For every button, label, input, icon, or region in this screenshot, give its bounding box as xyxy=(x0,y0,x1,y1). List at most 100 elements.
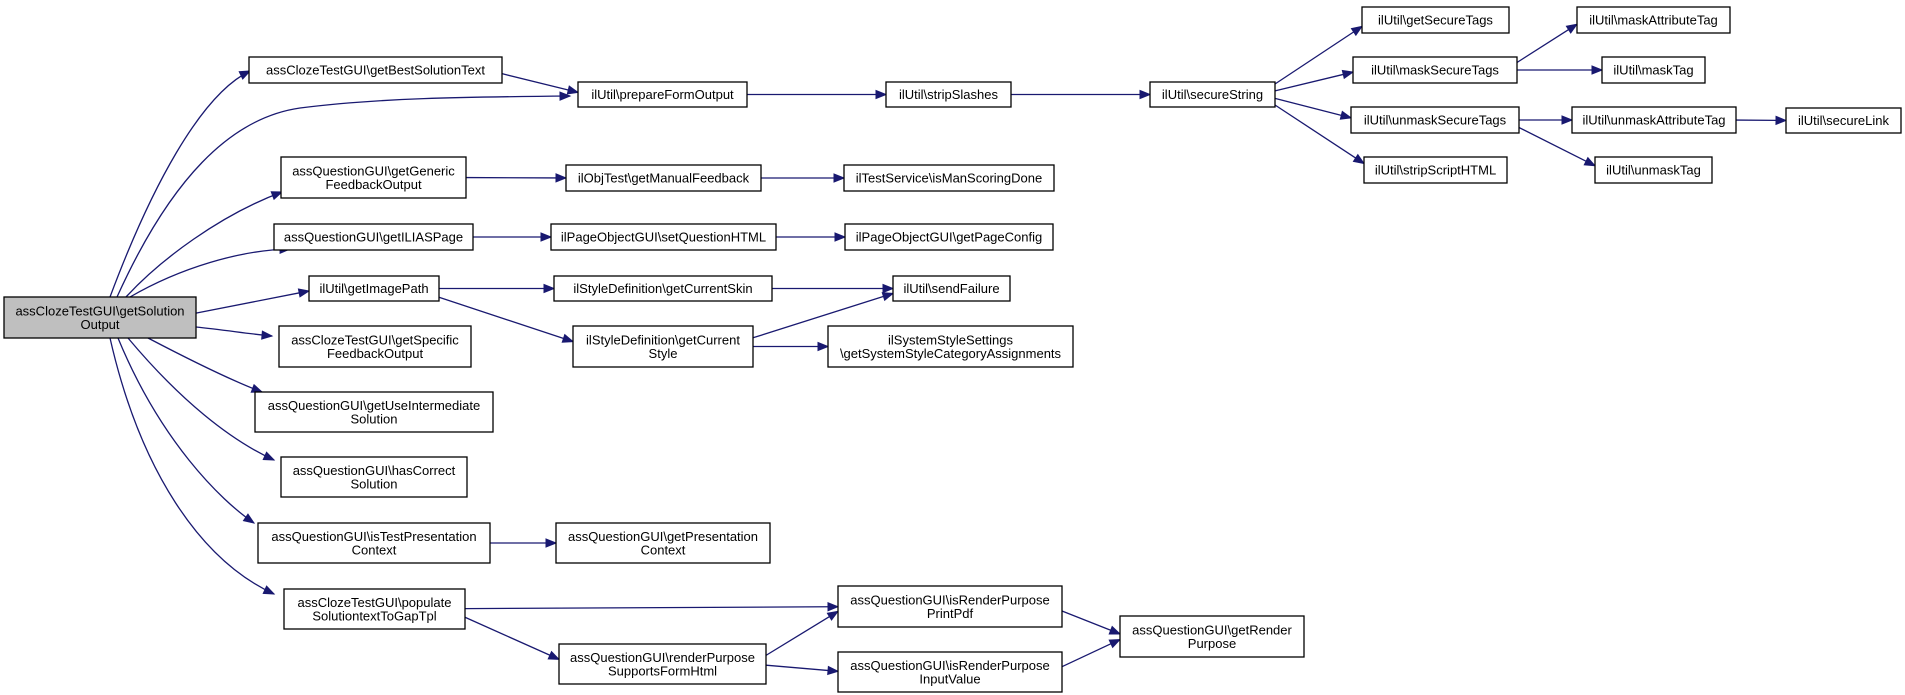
node-label: \getSystemStyleCategoryAssignments xyxy=(840,346,1062,361)
node-getSystemStyleCategoryAssignments[interactable]: ilSystemStyleSettings\getSystemStyleCate… xyxy=(827,325,1074,368)
node-box xyxy=(280,456,468,498)
edge-line xyxy=(117,337,255,524)
edge-getImagePath-to-getCurrentStyle xyxy=(438,296,575,343)
edge-isTestPresentationContext-to-getPresentationContext xyxy=(490,538,558,548)
arrowhead xyxy=(540,232,553,242)
node-box xyxy=(257,522,491,564)
node-box xyxy=(283,588,466,630)
node-unmaskSecureTags[interactable]: ilUtil\unmaskSecureTags xyxy=(1350,106,1520,134)
node-label: ilUtil\stripSlashes xyxy=(899,87,998,102)
node-populateSolutiontextToGapTpl[interactable]: assClozeTestGUI\populateSolutiontextToGa… xyxy=(283,588,466,630)
node-label: ilStyleDefinition\getCurrent xyxy=(586,332,740,347)
edge-renderPurposeSupportsFormHtml-to-isRenderPurposePrintPdf xyxy=(765,610,840,656)
node-box xyxy=(278,325,472,368)
node-maskAttributeTag[interactable]: ilUtil\maskAttributeTag xyxy=(1576,6,1731,34)
node-prepareFormOutput[interactable]: ilUtil\prepareFormOutput xyxy=(577,81,748,108)
node-box xyxy=(308,275,440,302)
node-label: ilSystemStyleSettings xyxy=(888,332,1013,347)
node-label: ilTestService\isManScoringDone xyxy=(856,171,1042,186)
node-box xyxy=(248,56,503,84)
edge-line xyxy=(109,337,275,595)
node-sendFailure[interactable]: ilUtil\sendFailure xyxy=(892,275,1011,302)
node-box xyxy=(885,81,1012,108)
node-renderPurposeSupportsFormHtml[interactable]: assQuestionGUI\renderPurposeSupportsForm… xyxy=(558,643,767,685)
edge-secureString-to-unmaskSecureTags xyxy=(1274,97,1353,120)
edge-line xyxy=(1061,642,1113,668)
edge-line xyxy=(501,73,570,91)
arrowhead xyxy=(545,538,558,548)
node-getSecureTags[interactable]: ilUtil\getSecureTags xyxy=(1361,6,1510,34)
edge-line xyxy=(195,292,301,314)
edge-setQuestionHTML-to-getPageConfig xyxy=(776,232,847,242)
node-getILIASPage[interactable]: assQuestionGUI\getILIASPage xyxy=(273,223,474,251)
edge-line xyxy=(765,664,830,672)
node-getUseIntermediateSolution[interactable]: assQuestionGUI\getUseIntermediateSolutio… xyxy=(254,391,494,433)
node-unmaskTag[interactable]: ilUtil\unmaskTag xyxy=(1594,156,1713,184)
node-getBestSolutionText[interactable]: assClozeTestGUI\getBestSolutionText xyxy=(248,56,503,84)
node-getPageConfig[interactable]: ilPageObjectGUI\getPageConfig xyxy=(844,223,1054,251)
node-isManScoringDone[interactable]: ilTestService\isManScoringDone xyxy=(843,164,1055,192)
node-box xyxy=(280,156,467,199)
node-box xyxy=(837,585,1063,628)
arrowhead xyxy=(238,70,252,80)
arrowhead xyxy=(555,173,568,183)
arrowhead xyxy=(1352,153,1366,165)
node-stripScriptHTML[interactable]: ilUtil\stripScriptHTML xyxy=(1363,156,1508,184)
arrowhead xyxy=(547,650,561,660)
node-label: assClozeTestGUI\populate xyxy=(298,595,452,610)
node-label: SolutiontextToGapTpl xyxy=(312,608,436,623)
arrowhead xyxy=(827,602,840,612)
arrowhead xyxy=(1350,25,1364,37)
edge-stripSlashes-to-secureString xyxy=(1011,89,1152,100)
edge-getImagePath-to-getCurrentSkin xyxy=(439,283,556,294)
edge-root-to-hasCorrectSolution xyxy=(127,337,276,461)
node-unmaskAttributeTag[interactable]: ilUtil\unmaskAttributeTag xyxy=(1571,106,1737,134)
node-maskTag[interactable]: ilUtil\maskTag xyxy=(1601,56,1706,84)
node-box xyxy=(1352,56,1518,84)
edge-line xyxy=(1516,28,1570,64)
edge-isRenderPurposeInputValue-to-getRenderPurpose xyxy=(1061,638,1122,668)
node-label: assClozeTestGUI\getBestSolutionText xyxy=(266,63,485,78)
arrowhead xyxy=(882,283,895,294)
node-getManualFeedback[interactable]: ilObjTest\getManualFeedback xyxy=(565,164,762,192)
edge-line xyxy=(752,295,885,339)
arrowhead xyxy=(543,283,556,294)
edge-getBestSolutionText-to-prepareFormOutput xyxy=(501,73,580,95)
node-secureLink[interactable]: ilUtil\secureLink xyxy=(1785,107,1902,134)
node-label: assClozeTestGUI\getSolution xyxy=(15,303,184,318)
node-setQuestionHTML[interactable]: ilPageObjectGUI\setQuestionHTML xyxy=(550,223,777,251)
edge-line xyxy=(109,70,251,298)
arrowhead xyxy=(1775,115,1788,126)
node-maskSecureTags[interactable]: ilUtil\maskSecureTags xyxy=(1352,56,1518,84)
arrowhead xyxy=(566,85,580,95)
node-stripSlashes[interactable]: ilUtil\stripSlashes xyxy=(885,81,1012,108)
node-getCurrentSkin[interactable]: ilStyleDefinition\getCurrentSkin xyxy=(553,275,773,302)
node-label: assQuestionGUI\hasCorrect xyxy=(293,463,456,478)
edge-getCurrentSkin-to-sendFailure xyxy=(772,283,895,294)
edge-unmaskAttributeTag-to-secureLink xyxy=(1735,115,1788,126)
edge-root-to-getBestSolutionText xyxy=(109,70,252,298)
node-label: assQuestionGUI\isTestPresentation xyxy=(271,529,476,544)
edge-line xyxy=(1518,126,1588,163)
node-label: assQuestionGUI\isRenderPurpose xyxy=(850,658,1049,673)
node-box xyxy=(1594,156,1713,184)
node-box xyxy=(827,325,1074,368)
node-box xyxy=(1149,81,1276,108)
node-label: ilObjTest\getManualFeedback xyxy=(578,171,750,186)
edge-line xyxy=(765,615,831,656)
node-getImagePath[interactable]: ilUtil\getImagePath xyxy=(308,275,440,302)
arrowhead xyxy=(1139,89,1152,100)
node-secureString[interactable]: ilUtil\secureString xyxy=(1149,81,1276,108)
node-label: Purpose xyxy=(1188,636,1236,651)
node-getSpecificFeedbackOutput[interactable]: assClozeTestGUI\getSpecificFeedbackOutpu… xyxy=(278,325,472,368)
edge-isRenderPurposePrintPdf-to-getRenderPurpose xyxy=(1061,610,1122,635)
